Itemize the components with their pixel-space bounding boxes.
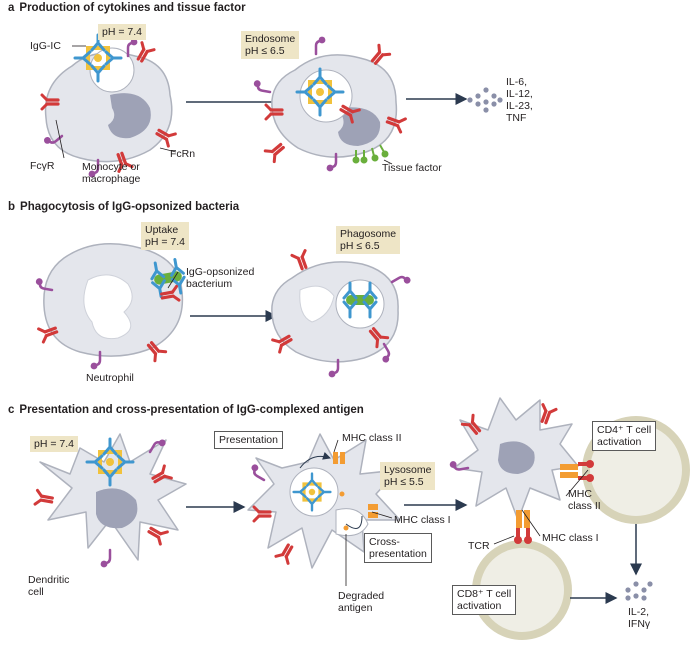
tcr-label: TCR [468, 540, 490, 552]
degraded-label-2: antigen [338, 602, 373, 614]
dendritic-cell-3 [447, 397, 579, 521]
cytokine-dots-c [625, 581, 653, 601]
cd8-label-2: activation [457, 600, 502, 612]
degraded-label-1: Degraded [338, 590, 385, 602]
cd8-activation-box: CD8⁺ T cell activation [452, 585, 517, 615]
lysosome-ph: pH ≤ 5.5 [384, 476, 424, 488]
fcgr-label: FcγR [30, 160, 55, 172]
cross-label-1: Cross- [369, 536, 400, 548]
monocyte-label-2: macrophage [82, 173, 141, 185]
panel-a-title: a Production of cytokines and tissue fact… [8, 2, 246, 14]
igg-ic-label: IgG-IC [30, 40, 61, 52]
monocyte-cell-1 [40, 35, 177, 179]
neutrophil-cell-1 [33, 243, 187, 371]
panel-c-letter: c [8, 404, 15, 416]
cytokine-il6: IL-6, [506, 76, 528, 88]
cross-label-2: presentation [369, 548, 427, 560]
presentation-box: Presentation [214, 431, 283, 449]
uptake-tag: Uptake pH = 7.4 [141, 222, 189, 250]
fcrn-label: FcRn [170, 148, 196, 160]
dendritic-label-2: cell [28, 586, 44, 598]
neutrophil-label: Neutrophil [86, 372, 134, 384]
panel-b-letter: b [8, 201, 16, 213]
endosome-ph: pH ≤ 6.5 [245, 45, 285, 57]
endosome-tag: Endosome pH ≤ 6.5 [241, 31, 300, 59]
mhc1-label: MHC class I [394, 514, 451, 526]
cd4-label-2: activation [597, 436, 642, 448]
panel-c-title: c Presentation and cross-presentation of … [8, 404, 364, 416]
cytokine-il23: IL-23, [506, 100, 533, 112]
output-ifng: IFNγ [628, 618, 651, 630]
mhc-right-label-2: class II [568, 500, 601, 512]
uptake-ph: pH = 7.4 [145, 236, 185, 248]
bacterium-label-1: IgG-opsonized [186, 266, 255, 278]
phagosome-ph: pH ≤ 6.5 [340, 240, 380, 252]
cd8-label-1: CD8⁺ T cell [457, 588, 512, 600]
output-il2: IL-2, [628, 606, 650, 618]
cd4-label-1: CD4⁺ T cell [597, 424, 652, 436]
ph-tag-a: pH = 7.4 [98, 24, 146, 40]
panel-b-title-text: Phagocytosis of IgG-opsonized bacteria [20, 201, 240, 213]
mhc1-right-label: MHC class I [542, 532, 599, 544]
tissue-factor-label: Tissue factor [382, 162, 442, 174]
bacterium-label-2: bacterium [186, 278, 233, 290]
dendritic-cell-2 [247, 433, 401, 569]
phagosome-tag: Phagosome pH ≤ 6.5 [336, 226, 401, 254]
neutrophil-cell-2 [271, 248, 414, 379]
uptake-label: Uptake [145, 224, 179, 236]
phagosome-label: Phagosome [340, 228, 397, 240]
lysosome-label: Lysosome [384, 464, 432, 476]
cd4-activation-box: CD4⁺ T cell activation [592, 421, 657, 451]
dendritic-label-1: Dendritic [28, 574, 70, 586]
mhc2-label: MHC class II [342, 432, 402, 444]
panel-a-letter: a [8, 2, 15, 14]
cd8-t-cell [472, 510, 572, 640]
panel-b-title: b Phagocytosis of IgG-opsonized bacteria [8, 201, 239, 213]
panel-c-title-text: Presentation and cross-presentation of I… [19, 404, 364, 416]
monocyte-label-1: Monocyte or [82, 161, 140, 173]
endosome-label: Endosome [245, 33, 296, 45]
cytokine-il12: IL-12, [506, 88, 533, 100]
lysosome-tag: Lysosome pH ≤ 5.5 [380, 462, 436, 490]
ph-tag-c: pH = 7.4 [30, 436, 78, 452]
cross-presentation-box: Cross- presentation [364, 533, 432, 563]
cytokine-tnf: TNF [506, 112, 527, 124]
cytokine-dots-a [467, 87, 503, 113]
dendritic-cell-1 [33, 433, 187, 569]
panel-a-title-text: Production of cytokines and tissue facto… [19, 2, 246, 14]
monocyte-cell-2 [251, 35, 408, 173]
mhc-right-label-1: MHC [568, 488, 592, 500]
